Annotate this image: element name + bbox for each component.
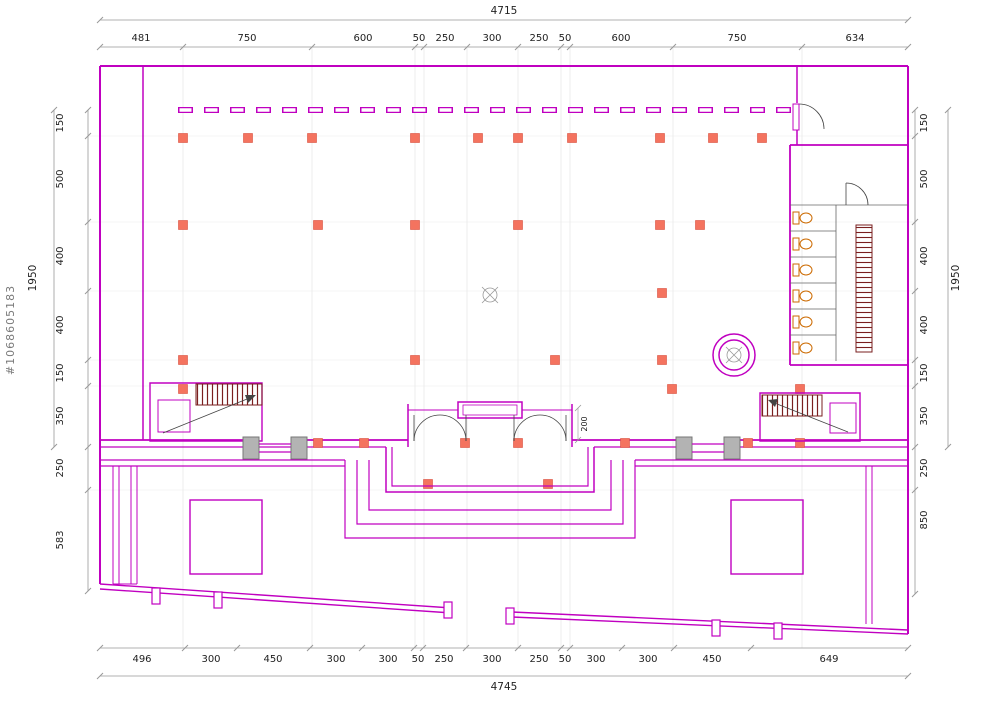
dim-top-seg-1: 750: [237, 33, 256, 44]
toilet-fixtures: [792, 211, 813, 355]
column-grid: [178, 133, 805, 489]
plan-walls: [99, 65, 909, 634]
dimension-left: 150 500 400 400 150 350 250 583 1950: [27, 106, 92, 595]
dim-right-seg-6: 250: [919, 458, 930, 477]
dim-left-seg-0: 150: [55, 113, 66, 132]
dim-door-width: 200: [580, 416, 589, 431]
dim-bottom-seg-0: 496: [132, 654, 151, 665]
dim-bottom-seg-11: 300: [638, 654, 657, 665]
dim-top-total: 4715: [491, 5, 518, 17]
dim-left-seg-5: 350: [55, 406, 66, 425]
dim-bottom-seg-3: 300: [326, 654, 345, 665]
dim-bottom-seg-13: 649: [819, 654, 838, 665]
dim-top-seg-8: 600: [611, 33, 630, 44]
stock-id-watermark: #1068605183: [4, 285, 17, 375]
dim-left-seg-1: 500: [55, 169, 66, 188]
dim-top-seg-0: 481: [131, 33, 150, 44]
dim-bottom-seg-8: 250: [529, 654, 548, 665]
door-swing-arcs: [798, 103, 869, 206]
stair-right: [759, 392, 861, 442]
dim-bottom-seg-4: 300: [378, 654, 397, 665]
dim-left-seg-2: 400: [55, 246, 66, 265]
round-column: [712, 333, 756, 377]
dim-top-seg-6: 250: [529, 33, 548, 44]
dim-right-total: 1950: [950, 265, 962, 292]
dim-bottom-seg-7: 300: [482, 654, 501, 665]
dim-bottom-seg-1: 300: [201, 654, 220, 665]
dim-top-seg-5: 300: [482, 33, 501, 44]
dim-left-total: 1950: [27, 265, 39, 292]
dimension-top: 4715 481 750 600 50 250 300 250 50 600 7…: [96, 5, 912, 51]
dim-right-seg-4: 150: [919, 363, 930, 382]
dim-top-seg-10: 634: [845, 33, 864, 44]
dim-top-seg-2: 600: [353, 33, 372, 44]
dim-right-seg-3: 400: [919, 315, 930, 334]
dim-top-seg-3: 50: [413, 33, 426, 44]
dim-right-seg-7: 850: [919, 510, 930, 529]
dim-top-seg-4: 250: [435, 33, 454, 44]
dim-right-seg-1: 500: [919, 169, 930, 188]
main-entrance: 200: [407, 401, 589, 447]
dim-bottom-total: 4745: [491, 681, 518, 693]
dim-right-seg-0: 150: [919, 113, 930, 132]
dim-bottom-seg-5: 50: [412, 654, 425, 665]
dim-right-seg-2: 400: [919, 246, 930, 265]
center-marks: [481, 286, 743, 364]
dim-bottom-seg-2: 450: [263, 654, 282, 665]
dim-bottom-seg-10: 300: [586, 654, 605, 665]
dim-bottom-seg-9: 50: [559, 654, 572, 665]
construction-grid: [88, 47, 915, 648]
entrance-door-arcs: [413, 414, 567, 442]
dim-right-seg-5: 350: [919, 406, 930, 425]
stair-left: [149, 382, 263, 442]
dimension-right: 150 500 400 400 150 350 250 850 1950: [911, 106, 962, 598]
dim-top-seg-7: 50: [559, 33, 572, 44]
dim-left-seg-7: 583: [55, 530, 66, 549]
side-door-left: [242, 436, 308, 460]
dim-left-seg-6: 250: [55, 458, 66, 477]
side-door-right: [675, 436, 741, 460]
dim-bottom-seg-12: 450: [702, 654, 721, 665]
dimension-bottom: 496 300 450 300 300 50 250 300 250 50 30…: [96, 644, 912, 693]
dim-left-seg-3: 400: [55, 315, 66, 334]
dim-bottom-seg-6: 250: [434, 654, 453, 665]
dim-top-seg-9: 750: [727, 33, 746, 44]
plaza-posts: [151, 587, 783, 640]
toilet-block: [789, 103, 908, 366]
terrace: [99, 447, 909, 640]
dim-left-seg-4: 150: [55, 363, 66, 382]
